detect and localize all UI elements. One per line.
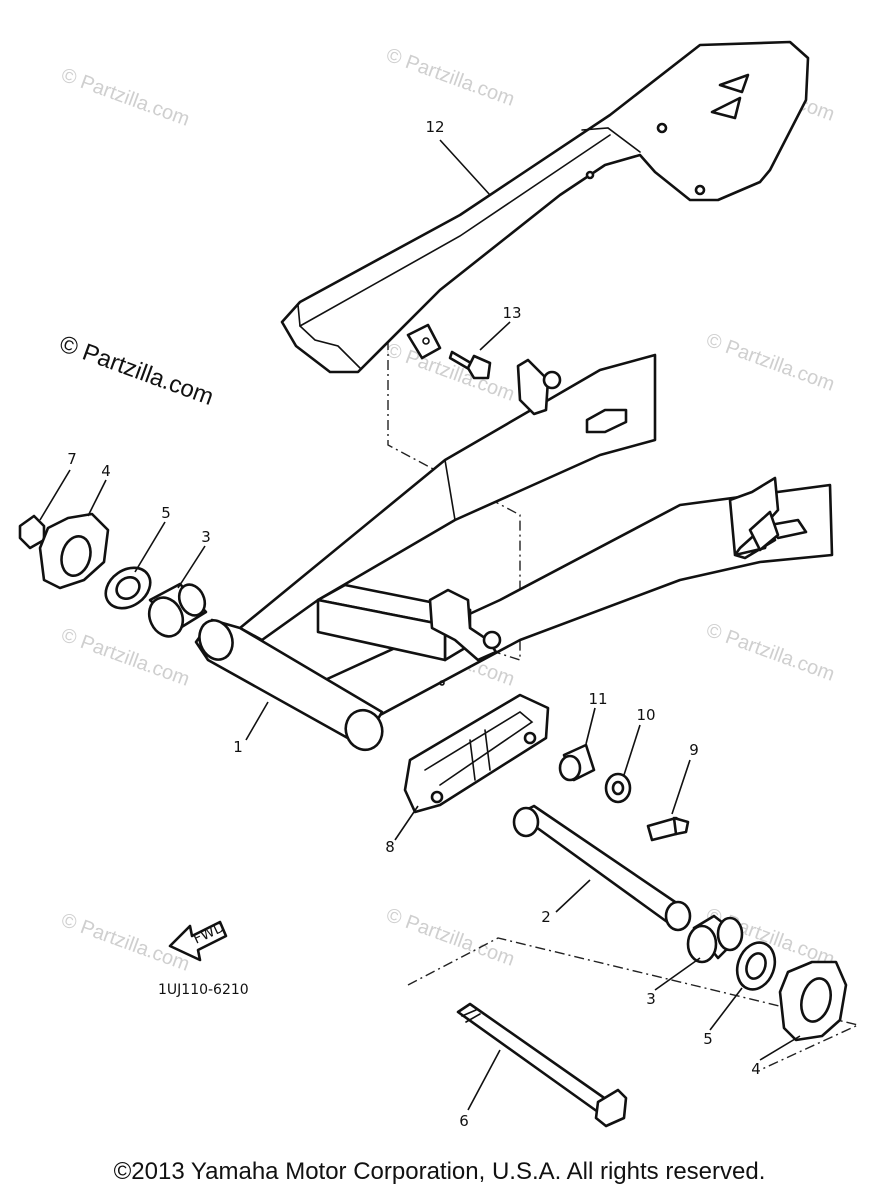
watermark: © Partzilla.com	[703, 329, 837, 396]
chain-case	[280, 40, 810, 374]
callout-13: 13	[502, 304, 521, 322]
callout-numbers: 12 13 7 4 5 3 1 11 10 9 8 2 3 5 4 6	[67, 118, 761, 1130]
watermark: © Partzilla.com	[703, 619, 837, 686]
washer-5-left	[104, 566, 152, 610]
collar-3-right	[686, 914, 744, 964]
callout-10: 10	[636, 706, 655, 724]
swing-arm	[194, 353, 834, 752]
bolt-9	[646, 816, 690, 842]
pivot-shaft-6	[456, 1002, 628, 1128]
watermark: © Partzilla.com	[383, 44, 517, 111]
callout-5: 5	[703, 1030, 713, 1048]
callout-12: 12	[425, 118, 444, 136]
watermark-main: © Partzilla.com	[56, 330, 217, 411]
callout-3: 3	[201, 528, 211, 546]
washer-10	[604, 772, 632, 804]
dust-seal-4-right	[778, 960, 848, 1042]
assembly-guide-lines	[317, 320, 861, 1071]
callout-8: 8	[385, 838, 395, 856]
callout-3: 3	[646, 990, 656, 1008]
chain-guide	[403, 693, 550, 814]
watermark: © Partzilla.com	[383, 339, 517, 406]
collar-11	[558, 743, 596, 782]
watermark: © Partzilla.com	[383, 904, 517, 971]
dust-seal-4-left	[38, 512, 110, 590]
callout-9: 9	[689, 741, 699, 759]
callout-11: 11	[588, 690, 607, 708]
callout-1: 1	[233, 738, 243, 756]
copyright-notice: ©2013 Yamaha Motor Corporation, U.S.A. A…	[113, 1158, 766, 1185]
callout-4: 4	[101, 462, 111, 480]
callout-6: 6	[459, 1112, 469, 1130]
bolt-13	[448, 350, 492, 380]
callout-5: 5	[161, 504, 171, 522]
callout-4: 4	[751, 1060, 761, 1078]
bushing-2	[512, 804, 692, 932]
callout-leaders	[39, 139, 801, 1111]
collar-3-left	[147, 582, 208, 638]
callout-2: 2	[541, 908, 551, 926]
diagram-code: 1UJ110-6210	[158, 982, 249, 998]
callout-7: 7	[67, 450, 77, 468]
washer-5-right	[735, 941, 777, 991]
watermark: © Partzilla.com	[58, 64, 192, 131]
nut-7	[18, 514, 46, 550]
